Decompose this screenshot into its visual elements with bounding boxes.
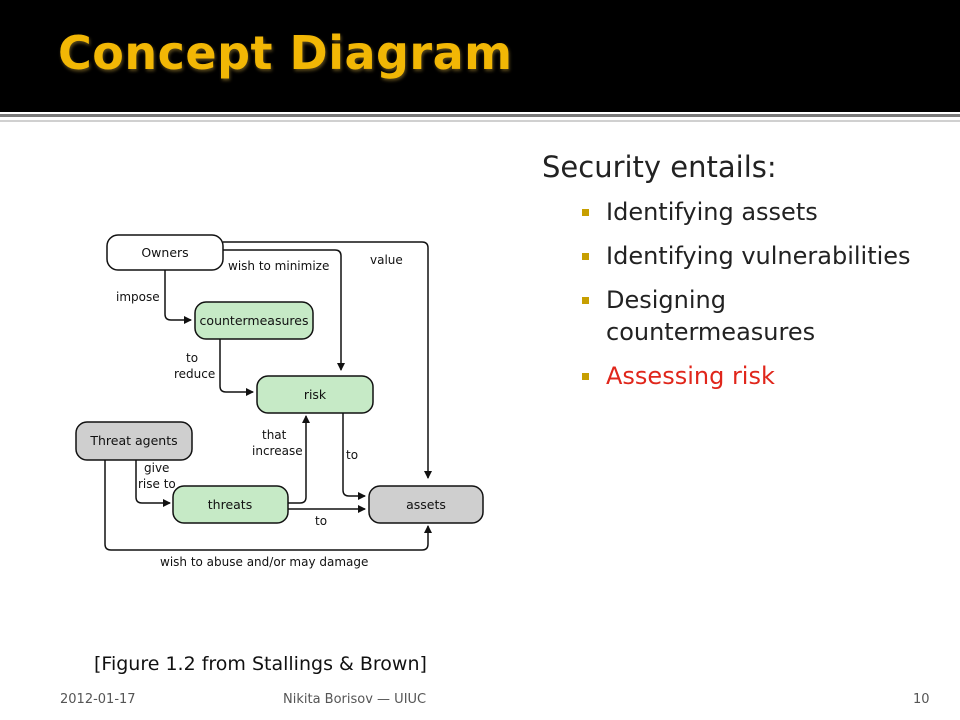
bullet-panel: Security entails: Identifying assets Ide…	[542, 150, 942, 404]
node-threat-agents-label: Threat agents	[89, 433, 177, 448]
label-that-increase-2: increase	[252, 444, 303, 458]
bullet-item-highlighted: Assessing risk	[542, 360, 942, 392]
edge-wish-to-minimize	[223, 249, 345, 371]
slide-title: Concept Diagram	[58, 26, 513, 80]
footer-page-number: 10	[913, 692, 930, 707]
bullet-text: Assessing risk	[606, 362, 775, 390]
square-bullet-icon	[582, 297, 589, 304]
label-that-increase-1: that	[262, 428, 287, 442]
label-impose: impose	[116, 290, 160, 304]
bullet-text: Identifying assets	[606, 198, 818, 226]
bullet-text: Identifying vulnerabilities	[606, 242, 911, 270]
edge-give-rise-to	[135, 460, 171, 507]
bullet-item: Identifying assets	[542, 196, 942, 228]
node-owners-label: Owners	[141, 245, 188, 260]
node-threat-agents	[75, 421, 193, 461]
square-bullet-icon	[582, 253, 589, 260]
label-to-reduce-1: to	[186, 351, 198, 365]
title-divider	[0, 114, 960, 117]
label-give-rise-2: rise to	[138, 477, 176, 491]
square-bullet-icon	[582, 373, 589, 380]
label-value: value	[370, 253, 403, 267]
edge-to-reduce	[219, 339, 254, 396]
node-risk	[256, 375, 374, 414]
concept-diagram: Owners countermeasures risk Threat agent…	[75, 234, 484, 569]
label-threats-to-assets: to	[315, 514, 327, 528]
label-wish-to-minimize: wish to minimize	[228, 259, 329, 273]
bullet-list: Identifying assets Identifying vulnerabi…	[542, 196, 942, 392]
footer-author: Nikita Borisov — UIUC	[283, 692, 427, 707]
square-bullet-icon	[582, 209, 589, 216]
edge-value	[223, 241, 432, 479]
title-bar: Concept Diagram	[0, 0, 960, 112]
edge-wish-to-abuse	[104, 460, 432, 551]
edge-impose	[164, 270, 192, 324]
bullet-text: Designing countermeasures	[606, 286, 816, 346]
edge-risk-to-assets	[342, 413, 366, 500]
node-threats-label: threats	[208, 497, 252, 512]
node-assets-label: assets	[406, 497, 446, 512]
label-to-reduce-2: reduce	[174, 367, 215, 381]
edge-that-increase	[288, 415, 310, 504]
node-countermeasures-label: countermeasures	[200, 313, 309, 328]
node-owners	[106, 234, 224, 271]
bullet-item: Identifying vulnerabilities	[542, 240, 942, 272]
label-risk-to-assets: to	[346, 448, 358, 462]
title-divider-light	[0, 120, 960, 122]
label-give-rise-1: give	[144, 461, 169, 475]
bullet-lead: Security entails:	[542, 150, 777, 184]
node-threats	[172, 485, 289, 524]
bullet-item: Designing countermeasures	[542, 284, 942, 348]
footer-date: 2012-01-17	[60, 692, 136, 707]
node-assets	[368, 485, 484, 524]
node-risk-label: risk	[304, 387, 327, 402]
figure-caption: [Figure 1.2 from Stallings & Brown]	[94, 653, 427, 675]
node-countermeasures	[194, 301, 314, 340]
label-wish-to-abuse: wish to abuse and/or may damage	[160, 555, 368, 569]
